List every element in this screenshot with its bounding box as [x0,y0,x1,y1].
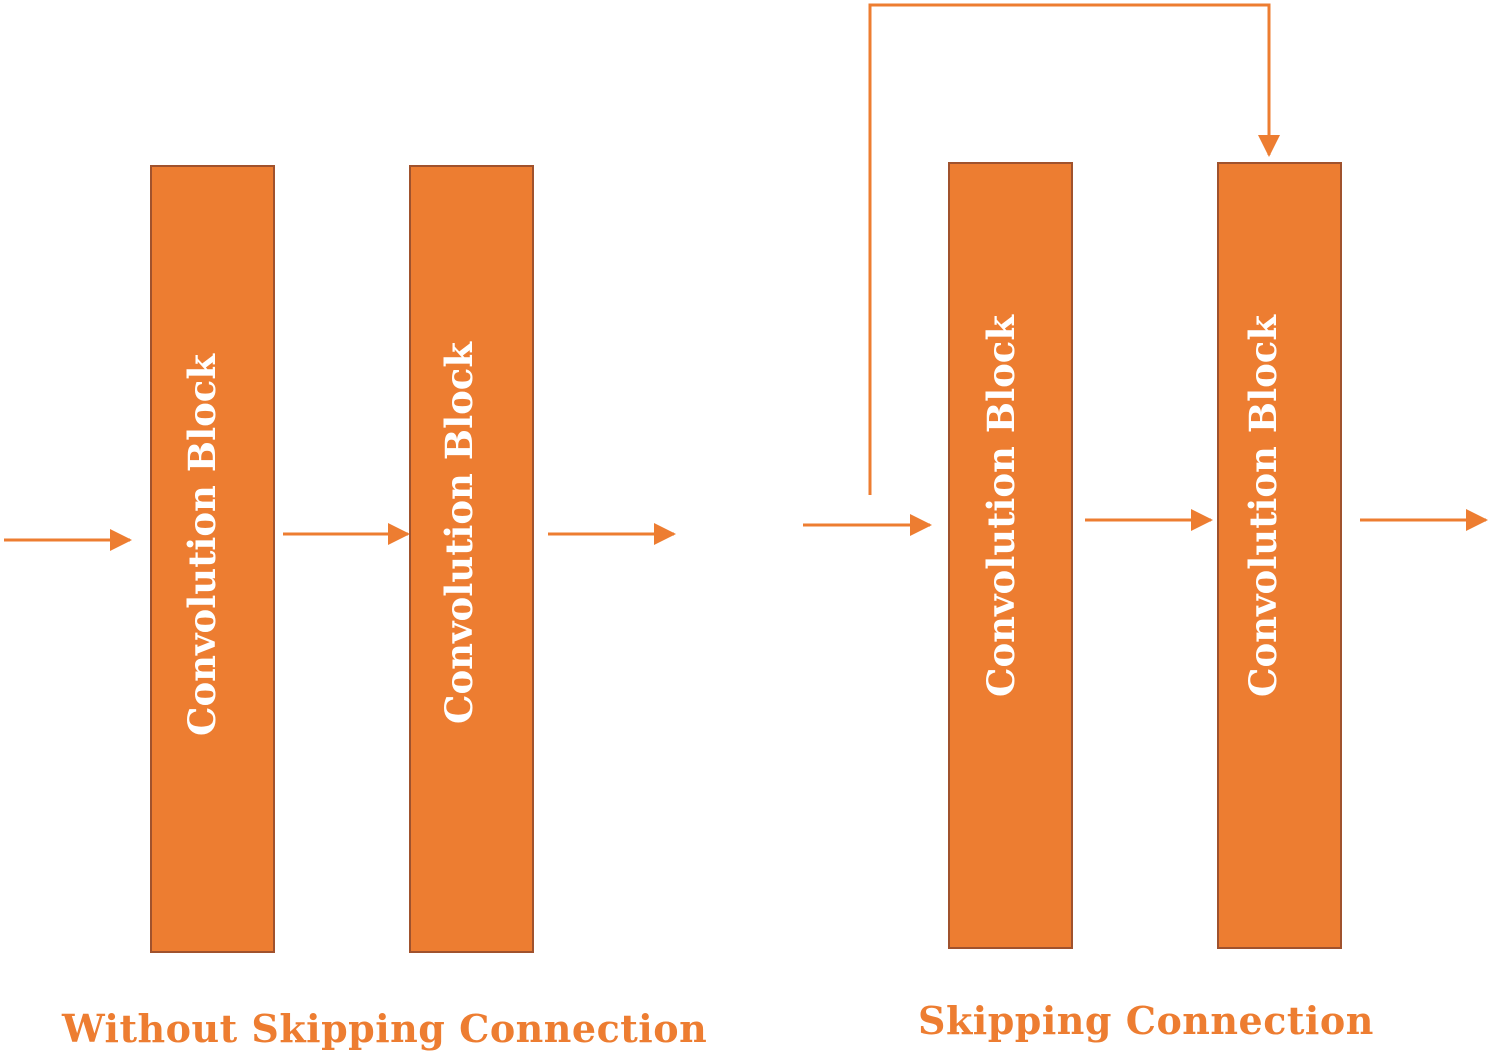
conv-block-2: Convolution Block [409,165,534,953]
conv-block-4: Convolution Block [1217,162,1342,949]
conv-block-3: Convolution Block [948,162,1073,949]
panel-without-skip: Convolution Block Convolution Block [4,165,676,953]
caption-without-skip: Without Skipping Connection [62,1006,708,1051]
conv-block-1: Convolution Block [150,165,275,953]
conv-block-1-label: Convolution Block [180,353,224,736]
conv-block-4-label: Convolution Block [1241,314,1285,697]
caption-with-skip: Skipping Connection [918,998,1374,1043]
skip-connection-arrow [868,3,1280,495]
conv-block-2-label: Convolution Block [437,341,481,724]
conv-block-3-label: Convolution Block [979,314,1023,697]
panel-with-skip: Convolution Block Convolution Block [803,3,1488,949]
